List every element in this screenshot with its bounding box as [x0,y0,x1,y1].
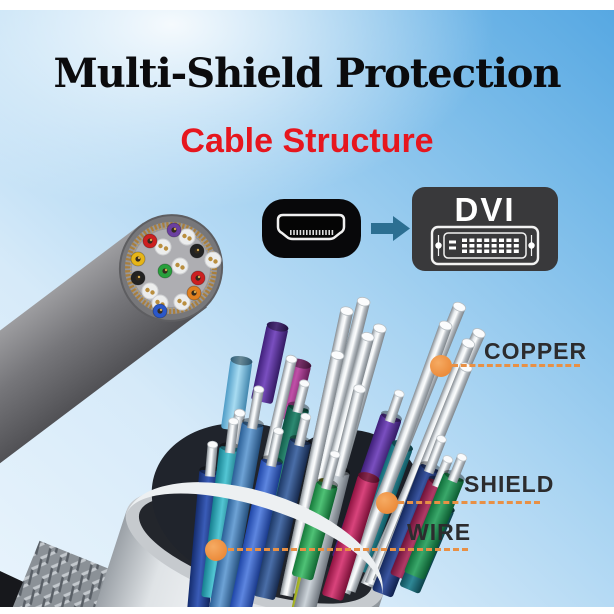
wire [251,321,289,404]
right-arrow-icon [371,216,410,241]
dvi-label: DVI [454,191,515,228]
shield-leader-line [398,501,540,504]
copper-marker-dot [430,355,452,377]
shield-label: SHIELD [464,471,555,497]
cross-section-wires [130,222,222,319]
cable-cross-section [0,214,224,482]
wire [209,385,265,612]
page-title: Multi-Shield Protection [53,50,561,97]
wire [292,450,341,581]
hdmi-port-icon [262,199,361,258]
foil-rim [126,482,383,598]
wire-label: WIRE [407,519,472,545]
wire-leader-line [228,548,468,551]
wire [404,453,468,580]
copper-leader-line [452,364,580,367]
top-border [0,0,614,10]
shield-marker-dot [376,492,398,514]
page-subtitle: Cable Structure [180,122,434,160]
copper-label: COPPER [484,338,588,364]
bottom-border [0,607,614,614]
wire-marker-dot [205,539,227,561]
wire [253,412,312,600]
dvi-connector-icon: DVI [412,187,558,271]
